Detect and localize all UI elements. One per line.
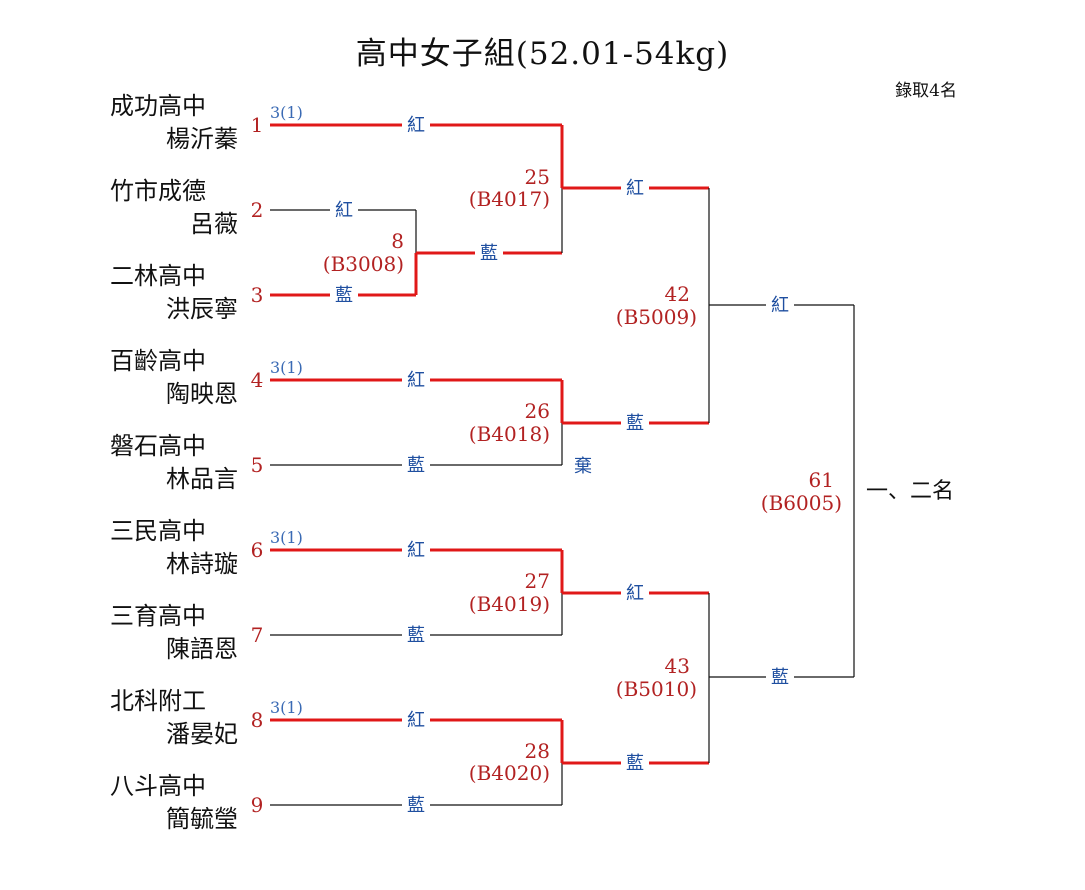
entrant-player: 潘晏妃	[166, 720, 238, 748]
entrant-player: 陳語恩	[166, 635, 238, 663]
entrant-9: 八斗高中 簡毓瑩 9	[110, 772, 263, 833]
entrant-seed: 4	[251, 368, 264, 392]
corner-red-m42: 紅	[771, 295, 789, 316]
entrant-1: 成功高中 楊沂蓁 1 3(1)	[110, 92, 303, 153]
page-title: 高中女子組(52.01-54kg)	[355, 36, 730, 72]
entrant-5: 磐石高中 林品言 5	[110, 432, 263, 493]
entrant-seed: 9	[251, 793, 264, 817]
entrant-3: 二林高中 洪辰寧 3	[110, 262, 263, 323]
corner-red-e6: 紅	[407, 540, 425, 561]
entrant-school: 三育高中	[110, 602, 206, 630]
corner-blue-m26: 藍	[626, 413, 644, 434]
entrant-score: 3(1)	[270, 698, 303, 717]
entrant-4: 百齡高中 陶映恩 4 3(1)	[110, 347, 303, 408]
corner-blue-m28: 藍	[626, 753, 644, 774]
match-number: 42	[665, 282, 690, 306]
entrant-seed: 5	[251, 453, 264, 477]
match-code: (B5009)	[616, 305, 697, 329]
corner-red-m25: 紅	[626, 178, 644, 199]
match-code: (B3008)	[323, 252, 404, 276]
entrant-player: 林品言	[166, 465, 238, 493]
entrant-score: 3(1)	[270, 358, 303, 377]
entrant-player: 陶映恩	[166, 380, 238, 408]
entrant-score: 3(1)	[270, 103, 303, 122]
match-26: 26 (B4018)	[469, 399, 550, 446]
corner-blue-e5: 藍	[407, 455, 425, 476]
match-code: (B4018)	[469, 422, 550, 446]
match-number: 26	[525, 399, 550, 423]
match-number: 43	[665, 654, 690, 678]
match-code: (B6005)	[761, 491, 842, 515]
corner-blue-e3: 藍	[335, 285, 353, 306]
entrant-school: 磐石高中	[110, 432, 206, 460]
corner-labels: 紅 紅 藍 藍 紅 紅 藍 棄 藍 紅 紅 藍 紅 紅 藍 藍 藍	[335, 115, 789, 816]
admission-note: 錄取4名	[895, 81, 957, 101]
entrant-seed: 2	[251, 198, 264, 222]
match-25: 25 (B4017)	[469, 165, 550, 211]
entrant-score: 3(1)	[270, 528, 303, 547]
match-code: (B4020)	[469, 761, 550, 785]
entrant-6: 三民高中 林詩璇 6 3(1)	[110, 517, 303, 578]
match-number: 8	[391, 229, 404, 253]
entrant-school: 竹市成德	[110, 177, 206, 205]
match-code: (B4017)	[469, 187, 550, 211]
entrant-8: 北科附工 潘晏妃 8 3(1)	[110, 687, 303, 748]
corner-blue-m8: 藍	[480, 243, 498, 264]
entrant-school: 北科附工	[110, 687, 206, 715]
corner-red-e2: 紅	[335, 200, 353, 221]
entrant-player: 楊沂蓁	[166, 125, 238, 153]
match-42: 42 (B5009)	[616, 282, 697, 329]
entrant-2: 竹市成德 呂薇 2	[110, 177, 263, 238]
match-labels: 8 (B3008) 25 (B4017) 26 (B4018) 27 (B401…	[323, 165, 842, 785]
forfeit-mark-m26: 棄	[574, 456, 592, 477]
entrant-player: 林詩璇	[166, 550, 238, 578]
entrant-player: 呂薇	[190, 210, 238, 238]
entrant-player: 簡毓瑩	[166, 805, 238, 833]
entrant-list: 成功高中 楊沂蓁 1 3(1) 竹市成德 呂薇 2 二林高中 洪辰寧 3 百齡高…	[110, 92, 303, 833]
match-number: 25	[525, 165, 550, 189]
corner-red-m27: 紅	[626, 583, 644, 604]
corner-blue-e9: 藍	[407, 795, 425, 816]
final-placement-label: 一、二名	[866, 479, 954, 504]
entrant-school: 百齡高中	[110, 347, 206, 375]
entrant-7: 三育高中 陳語恩 7	[110, 602, 263, 663]
match-61: 61 (B6005)	[761, 468, 842, 515]
match-number: 27	[525, 569, 550, 593]
corner-blue-m43: 藍	[771, 667, 789, 688]
entrant-school: 三民高中	[110, 517, 206, 545]
match-number: 28	[525, 739, 550, 763]
match-27: 27 (B4019)	[469, 569, 550, 616]
entrant-school: 八斗高中	[110, 772, 206, 800]
bracket-lines	[270, 123, 855, 806]
corner-label-masks	[330, 113, 794, 817]
entrant-school: 成功高中	[110, 92, 206, 120]
match-code: (B5010)	[616, 677, 697, 701]
match-number: 61	[809, 468, 834, 492]
match-code: (B4019)	[469, 592, 550, 616]
entrant-seed: 7	[251, 623, 264, 647]
entrant-school: 二林高中	[110, 262, 206, 290]
corner-red-e4: 紅	[407, 370, 425, 391]
corner-red-e1: 紅	[407, 115, 425, 136]
corner-blue-e7: 藍	[407, 625, 425, 646]
match-8: 8 (B3008)	[323, 229, 404, 276]
entrant-seed: 3	[251, 283, 264, 307]
corner-red-e8: 紅	[407, 710, 425, 731]
match-43: 43 (B5010)	[616, 654, 697, 701]
match-28: 28 (B4020)	[469, 739, 550, 785]
entrant-player: 洪辰寧	[166, 295, 238, 323]
entrant-seed: 8	[251, 708, 264, 732]
entrant-seed: 1	[251, 113, 264, 137]
entrant-seed: 6	[251, 538, 264, 562]
